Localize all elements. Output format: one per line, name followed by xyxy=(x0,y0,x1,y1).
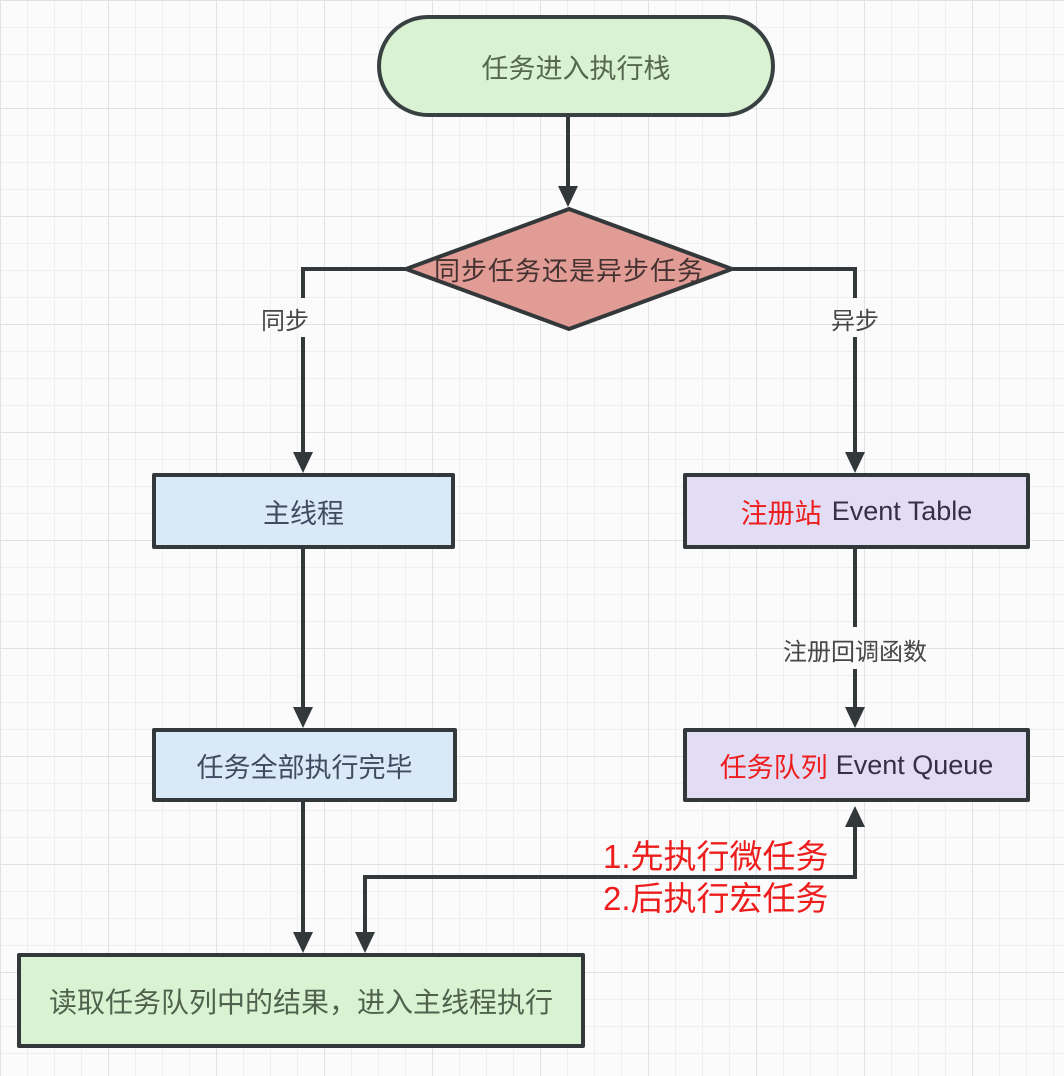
connector-table-queue-lower xyxy=(853,669,857,709)
annotation-macro-second: 2.后执行宏任务 xyxy=(603,880,829,917)
connector-sync-upper xyxy=(301,267,305,298)
node-event-table-label-red: 注册站 xyxy=(740,498,822,529)
node-event-queue-label-red: 任务队列 xyxy=(719,752,828,783)
decision-diamond-shape xyxy=(400,206,738,332)
node-start: 任务进入执行栈 xyxy=(377,15,775,117)
edge-label-register-callback: 注册回调函数 xyxy=(783,639,927,666)
connector-async-upper xyxy=(853,267,857,298)
node-main-thread-label: 主线程 xyxy=(263,498,344,529)
connector-decision-left xyxy=(301,267,407,271)
arrowhead-up-into-event-queue xyxy=(845,806,865,827)
edge-label-sync: 同步 xyxy=(261,308,309,335)
arrowhead-into-tasks-complete xyxy=(293,707,313,728)
node-decision-label: 同步任务还是异步任务 xyxy=(433,255,704,286)
annotation-micro-first: 1.先执行微任务 xyxy=(603,838,829,875)
arrowhead-into-result-left xyxy=(293,932,313,953)
arrowhead-into-event-queue xyxy=(845,707,865,728)
arrowhead-into-event-table xyxy=(845,452,865,473)
node-start-label: 任务进入执行栈 xyxy=(481,53,671,84)
node-tasks-complete-label: 任务全部执行完毕 xyxy=(196,752,413,783)
arrowhead-into-decision xyxy=(558,186,578,207)
connector-table-queue-upper xyxy=(853,549,857,627)
arrowhead-into-main-thread xyxy=(293,452,313,473)
node-tasks-complete: 任务全部执行完毕 xyxy=(152,728,457,802)
arrowhead-into-result-right xyxy=(355,932,375,953)
annotation-task-order: 1.先执行微任务 2.后执行宏任务 xyxy=(603,836,829,920)
connector-queue-result-horizontal xyxy=(363,875,857,879)
node-event-table-label-main: Event Table xyxy=(831,495,973,526)
connector-decision-right xyxy=(733,267,857,271)
connector-queue-elbow-left xyxy=(363,875,367,934)
node-event-queue: 任务队列 Event Queue xyxy=(683,728,1030,802)
connector-main-tasks xyxy=(301,549,305,709)
node-result: 读取任务队列中的结果，进入主线程执行 xyxy=(17,953,585,1048)
node-main-thread: 主线程 xyxy=(152,473,455,549)
node-decision: 同步任务还是异步任务 xyxy=(400,206,738,332)
node-result-label: 读取任务队列中的结果，进入主线程执行 xyxy=(48,986,553,1018)
connector-async-lower xyxy=(853,337,857,454)
edge-label-async: 异步 xyxy=(831,308,879,335)
node-event-table: 注册站 Event Table xyxy=(683,473,1030,549)
node-event-queue-label-main: Event Queue xyxy=(835,749,994,780)
connector-queue-elbow-right xyxy=(853,826,857,877)
connector-start-decision xyxy=(566,117,570,189)
connector-tasks-result xyxy=(301,802,305,934)
connector-sync-lower xyxy=(301,337,305,454)
